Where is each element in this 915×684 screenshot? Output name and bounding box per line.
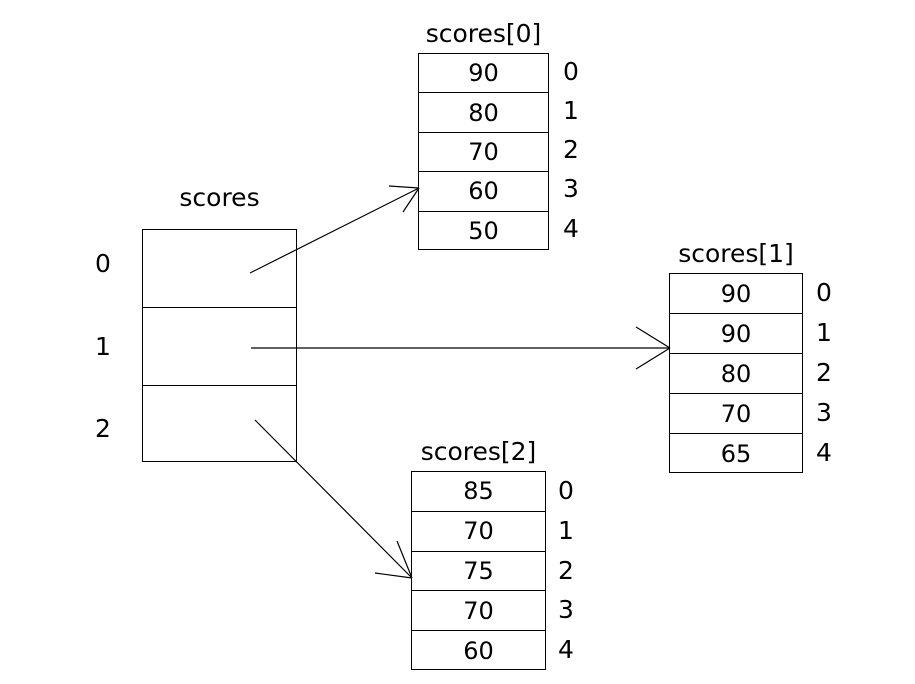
array-cell[interactable]: 70 [412, 591, 545, 632]
array-cell[interactable]: 60 [463, 637, 494, 666]
array-index-label: 4 [563, 214, 579, 243]
array-box-scores-0: 90 80 70 60 50 [418, 53, 549, 250]
pointer-array-box [142, 229, 297, 462]
array-cell[interactable]: 70 [419, 133, 548, 173]
arrow-to-scores-1 [251, 326, 671, 370]
array-cell[interactable]: 65 [720, 440, 752, 468]
array-index-label: 3 [563, 174, 579, 203]
array-index-label: 3 [558, 595, 574, 624]
array-index-label: 2 [558, 556, 574, 585]
pointer-index-label-2: 2 [95, 414, 111, 443]
array-index-label: 2 [816, 358, 832, 387]
array-cell[interactable]: 75 [412, 552, 545, 592]
array-index-label: 1 [563, 96, 579, 125]
array-cell[interactable]: 70 [412, 512, 545, 552]
pointer-index-label-1: 1 [95, 332, 111, 361]
array-cell[interactable]: 90 [670, 274, 802, 314]
pointer-cell-1[interactable] [143, 308, 296, 386]
array-index-label: 1 [816, 318, 832, 347]
pointer-cell-2[interactable] [143, 386, 296, 463]
array-title-scores-2: scores[2] [420, 437, 537, 466]
array-cell[interactable]: 80 [670, 354, 802, 394]
array-box-scores-1: 90 90 80 70 65 [669, 273, 803, 473]
array-cell[interactable]: 90 [670, 314, 802, 354]
array-index-label: 4 [558, 635, 574, 664]
array-index-label: 3 [816, 398, 832, 427]
array-index-label: 0 [558, 476, 574, 505]
array-cell[interactable]: 60 [419, 172, 548, 212]
array-index-label: 1 [558, 516, 574, 545]
array-cell[interactable]: 85 [412, 472, 545, 512]
pointer-index-label-0: 0 [95, 249, 111, 278]
array-index-label: 2 [563, 135, 579, 164]
array-title-scores-1: scores[1] [678, 239, 794, 268]
array-index-label: 0 [563, 57, 579, 86]
array-cell[interactable]: 50 [468, 217, 499, 246]
array-cell[interactable]: 70 [670, 394, 802, 434]
array-index-label: 0 [816, 278, 832, 307]
pointer-array-title: scores [179, 183, 260, 212]
pointer-cell-0[interactable] [143, 230, 296, 308]
array-cell[interactable]: 90 [419, 54, 548, 94]
array-index-label: 4 [816, 438, 832, 467]
array-title-scores-0: scores[0] [425, 19, 542, 48]
array-box-scores-2: 85 70 75 70 60 [411, 471, 546, 670]
array-cell[interactable]: 80 [419, 93, 548, 133]
